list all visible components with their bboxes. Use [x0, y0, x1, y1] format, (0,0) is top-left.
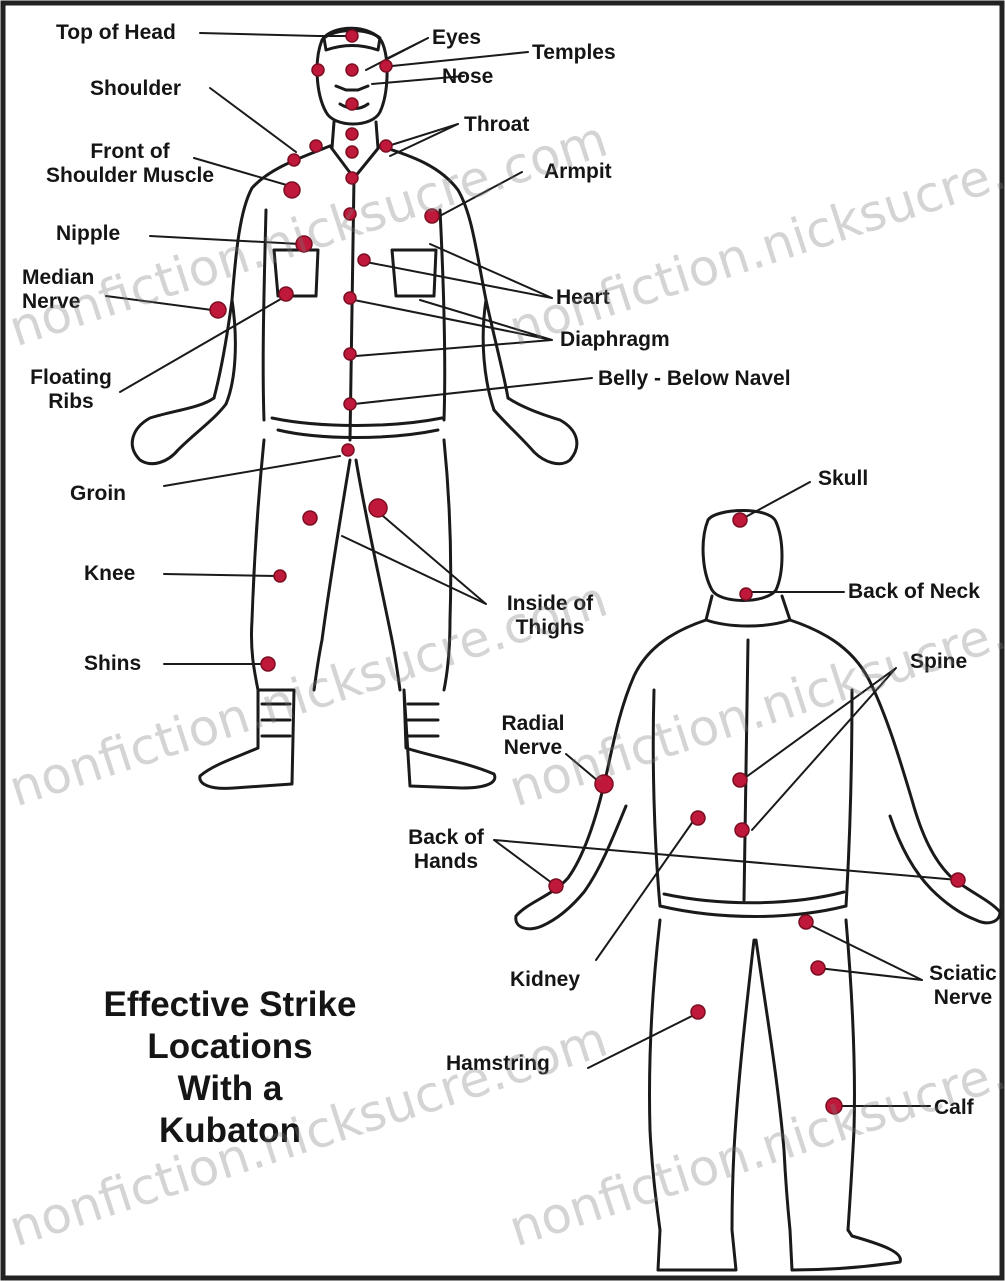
strike-point-armpit [425, 209, 439, 223]
label-groin: Groin [70, 482, 126, 506]
title-line-2: Locations [40, 1026, 420, 1068]
title-line-4: Kubaton [40, 1110, 420, 1152]
label-inside-of-thighs-line2: Thighs [490, 616, 610, 640]
label-armpit: Armpit [544, 160, 612, 184]
strike-point-chest [344, 208, 356, 220]
label-front-of-shoulder-line1: Front of [30, 140, 230, 164]
strike-point-shins [261, 657, 275, 671]
strike-point-throat-2 [346, 146, 358, 158]
strike-point-throat-3 [380, 140, 392, 152]
strike-point-throat-1 [346, 128, 358, 140]
label-front-of-shoulder-line2: Shoulder Muscle [30, 164, 230, 188]
strike-point-diaphragm [344, 292, 356, 304]
label-shins: Shins [84, 652, 141, 676]
title-line-3: With a [40, 1068, 420, 1110]
strike-point-back-of-hand-right [549, 879, 563, 893]
label-median-nerve: Median Nerve [22, 266, 94, 314]
strike-point-sciatic-1 [799, 915, 813, 929]
label-top-of-head: Top of Head [56, 21, 176, 45]
strike-point-median-nerve [210, 302, 226, 318]
label-median-nerve-line2: Nerve [22, 290, 94, 314]
strike-point-floating-ribs [279, 287, 293, 301]
strike-point-radial-nerve [595, 775, 613, 793]
label-sciatic-nerve: Sciatic Nerve [922, 962, 1004, 1010]
title-line-1: Effective Strike [40, 984, 420, 1026]
label-back-of-hands-line2: Hands [396, 850, 496, 874]
label-back-of-neck: Back of Neck [848, 580, 980, 604]
strike-point-nose [346, 98, 358, 110]
label-back-of-hands-line1: Back of [396, 826, 496, 850]
strike-point-temple-left [380, 60, 392, 72]
label-inside-of-thighs: Inside of Thighs [490, 592, 610, 640]
strike-points [210, 30, 965, 1114]
label-front-of-shoulder: Front of Shoulder Muscle [30, 140, 230, 188]
strike-point-temple-right [312, 64, 324, 76]
strike-point-heart [358, 254, 370, 266]
label-floating-ribs: Floating Ribs [16, 366, 126, 414]
label-temples: Temples [532, 41, 616, 65]
strike-point-inner-thigh-right [303, 511, 317, 525]
strike-point-inner-thigh-left [369, 499, 387, 517]
strike-point-sternum [346, 172, 358, 184]
strike-point-shoulder-2 [288, 154, 300, 166]
strike-point-shoulder [310, 140, 322, 152]
strike-point-diaphragm-2 [344, 348, 356, 360]
strike-point-spine-2 [735, 823, 749, 837]
strike-point-belly [344, 398, 356, 410]
label-knee: Knee [84, 562, 135, 586]
label-radial-nerve-line2: Nerve [488, 736, 578, 760]
label-radial-nerve-line1: Radial [488, 712, 578, 736]
strike-point-kidney [691, 811, 705, 825]
strike-point-sciatic-2 [811, 961, 825, 975]
label-skull: Skull [818, 467, 868, 491]
label-calf: Calf [934, 1096, 974, 1120]
strike-point-hamstring [691, 1005, 705, 1019]
strike-point-front-shoulder [284, 182, 300, 198]
strike-point-nipple [296, 236, 312, 252]
strike-point-top-of-head [346, 30, 358, 42]
label-median-nerve-line1: Median [22, 266, 94, 290]
label-kidney: Kidney [510, 968, 580, 992]
strike-point-eyes [346, 64, 358, 76]
label-belly: Belly - Below Navel [598, 367, 791, 391]
label-sciatic-nerve-line2: Nerve [922, 986, 1004, 1010]
label-heart: Heart [556, 286, 610, 310]
strike-point-back-of-neck [740, 588, 752, 600]
strike-point-back-of-hand-left [951, 873, 965, 887]
strike-point-groin [342, 444, 354, 456]
label-diaphragm: Diaphragm [560, 328, 670, 352]
label-nipple: Nipple [56, 222, 120, 246]
diagram-title: Effective Strike Locations With a Kubato… [40, 984, 420, 1152]
label-hamstring: Hamstring [446, 1052, 550, 1076]
leader-lines [106, 33, 958, 1106]
strike-point-knee [274, 570, 286, 582]
label-floating-ribs-line1: Floating [16, 366, 126, 390]
strike-point-skull [733, 513, 747, 527]
label-eyes: Eyes [432, 26, 481, 50]
strike-point-calf [826, 1098, 842, 1114]
label-sciatic-nerve-line1: Sciatic [922, 962, 1004, 986]
label-shoulder: Shoulder [90, 77, 181, 101]
label-radial-nerve: Radial Nerve [488, 712, 578, 760]
label-nose: Nose [442, 65, 493, 89]
label-floating-ribs-line2: Ribs [16, 390, 126, 414]
label-back-of-hands: Back of Hands [396, 826, 496, 874]
label-inside-of-thighs-line1: Inside of [490, 592, 610, 616]
label-throat: Throat [464, 113, 529, 137]
label-spine: Spine [910, 650, 967, 674]
strike-point-spine-1 [733, 773, 747, 787]
